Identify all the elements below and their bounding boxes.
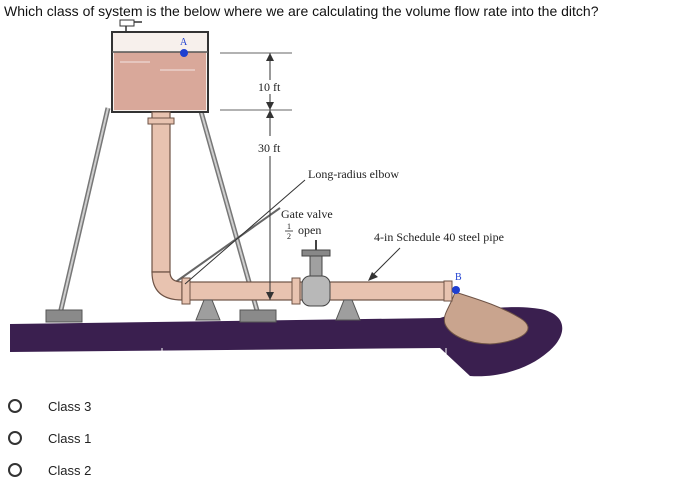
tank-water — [114, 52, 206, 110]
option-label: Class 2 — [48, 462, 92, 478]
valve-frac-den: 2 — [287, 232, 291, 241]
radio-icon[interactable] — [8, 399, 22, 413]
dim-10-label: 10 ft — [258, 80, 281, 94]
vertical-pipe — [151, 111, 171, 273]
question-text: Which class of system is the below where… — [4, 3, 599, 19]
point-b-label: B — [455, 272, 462, 283]
ground — [10, 307, 563, 377]
right-foot — [239, 309, 277, 323]
radio-icon[interactable] — [8, 431, 22, 445]
option-class-1[interactable]: Class 1 — [8, 427, 91, 449]
option-label: Class 1 — [48, 430, 92, 446]
valve-frac-num: 1 — [287, 222, 291, 231]
elbow-label: Long-radius elbow — [308, 167, 399, 181]
valve-open-label: open — [298, 223, 321, 237]
point-a-label: A — [180, 37, 188, 48]
water-spill — [443, 291, 529, 345]
option-class-2[interactable]: Class 2 — [8, 459, 91, 481]
left-foot — [45, 309, 83, 323]
valve-label: Gate valve — [281, 207, 333, 221]
pipe-label: 4-in Schedule 40 steel pipe — [374, 230, 504, 244]
dim-30-label: 30 ft — [258, 141, 281, 155]
option-class-3[interactable]: Class 3 — [8, 395, 91, 417]
radio-icon[interactable] — [8, 463, 22, 477]
pipe-system-figure: A B 10 ft 30 ft Long-radius elbow Gate v… — [10, 19, 563, 377]
gate-valve-body — [301, 275, 331, 307]
point-a-marker — [180, 49, 188, 57]
option-label: Class 3 — [48, 398, 92, 414]
point-b-marker — [452, 286, 460, 294]
dim-300-label: 300 ft — [298, 349, 327, 363]
elbow — [151, 271, 183, 301]
